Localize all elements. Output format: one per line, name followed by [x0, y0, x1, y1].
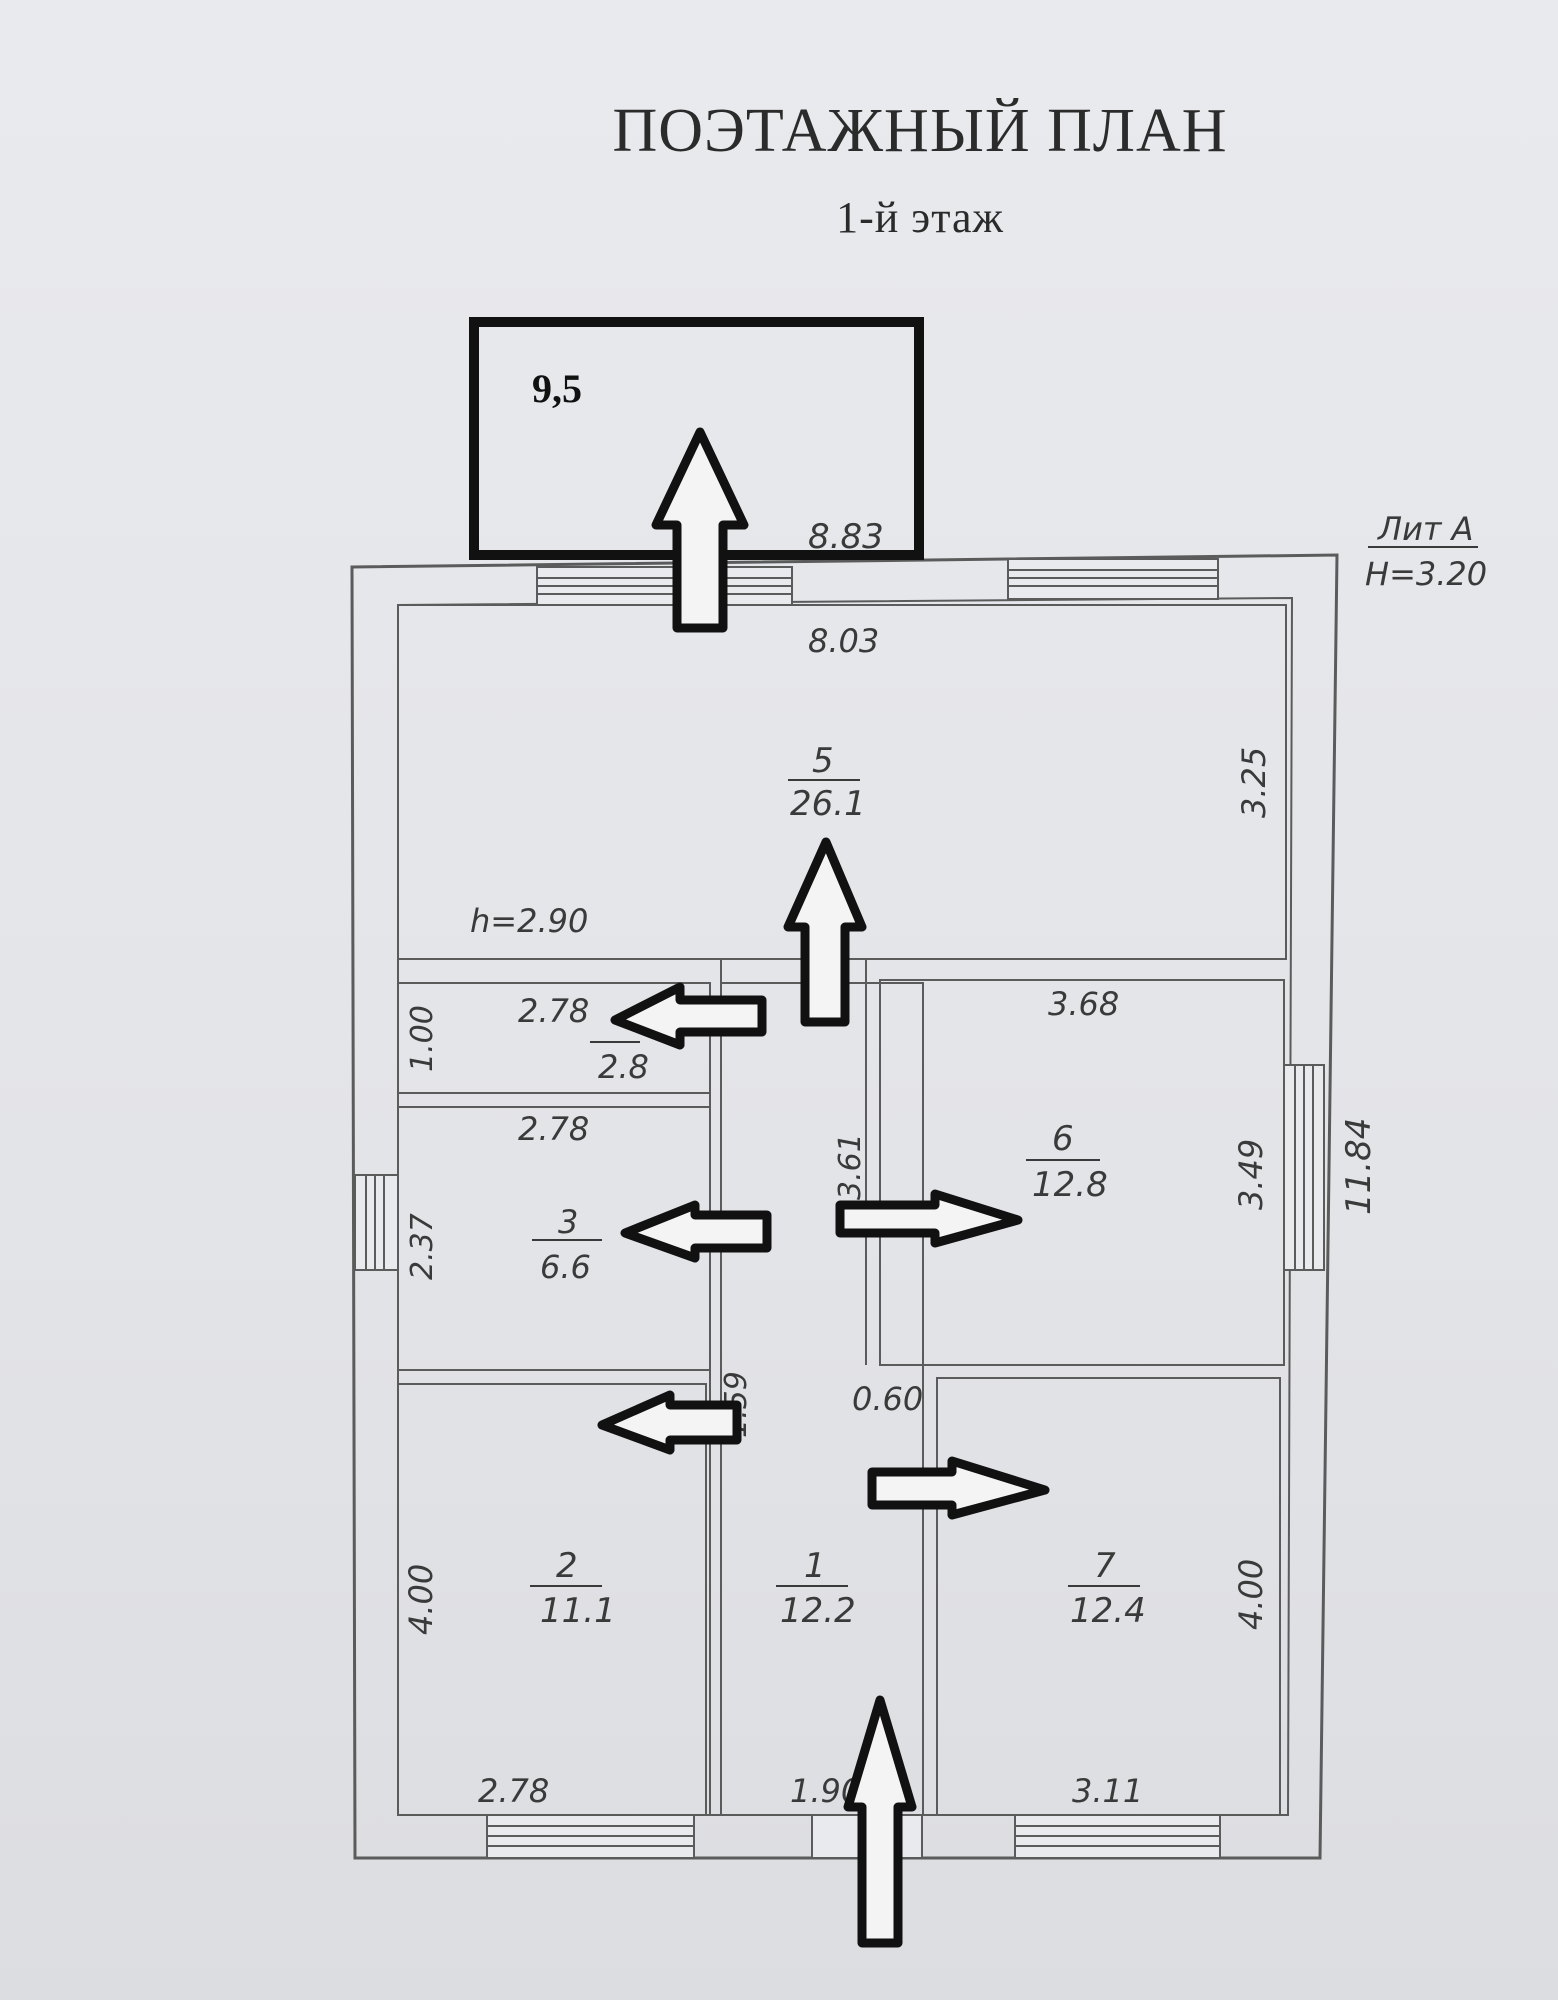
room4-area: 2.8 [598, 1048, 649, 1086]
flow-arrows [597, 427, 1050, 1948]
lit-label: Лит А [1377, 510, 1474, 548]
room3-area: 6.6 [540, 1248, 591, 1286]
annex-area-label: 9,5 [532, 366, 582, 411]
arrow-left-room4-icon [610, 982, 767, 1050]
room6-depth-label: 3.49 [1232, 1139, 1270, 1210]
plan-subtitle: 1-й этаж [836, 193, 1004, 242]
room3-number: 3 [558, 1203, 578, 1241]
room3-width-label: 2.78 [518, 1110, 589, 1148]
room4-width-label: 2.78 [518, 992, 589, 1030]
room4-depth-label: 1.00 [405, 1005, 440, 1072]
arrow-up-annex-icon [651, 427, 749, 633]
room6-number: 6 [1052, 1119, 1074, 1159]
room5-width-label: 8.03 [808, 622, 879, 660]
room5-number: 5 [812, 741, 834, 781]
door-gap-label: 0.60 [852, 1380, 923, 1418]
room7-area: 12.4 [1070, 1591, 1146, 1631]
room7-number: 7 [1094, 1546, 1116, 1586]
room1-number: 1 [804, 1546, 826, 1586]
arrow-left-room3-icon [620, 1200, 772, 1263]
arrow-right-room6-icon [835, 1189, 1023, 1248]
height-label: H=3.20 [1365, 555, 1487, 593]
arrow-up-entrance-icon [843, 1695, 917, 1948]
overall-length-label: 11.84 [1339, 1118, 1379, 1215]
overall-width-label: 8.83 [808, 517, 884, 557]
room2-width-label: 2.78 [478, 1772, 549, 1810]
arrow-up-room5-icon [783, 837, 867, 1027]
windows [354, 558, 1325, 1859]
arrow-right-room7-icon [867, 1456, 1050, 1520]
room5-area: 26.1 [790, 784, 866, 824]
room3-depth-label: 2.37 [405, 1213, 440, 1280]
room1-area: 12.2 [780, 1591, 856, 1631]
room7-width-label: 3.11 [1072, 1772, 1143, 1810]
room2-number: 2 [556, 1546, 578, 1586]
room2-depth-label: 4.00 [402, 1564, 440, 1635]
room6-width-label: 3.68 [1048, 985, 1119, 1023]
room5-depth-label: 3.25 [1235, 747, 1273, 818]
arrow-left-room2-icon [597, 1390, 742, 1455]
ceiling-height-label: h=2.90 [470, 902, 588, 940]
plan-title: ПОЭТАЖНЫЙ ПЛАН [612, 97, 1228, 165]
room7-depth-label: 4.00 [1232, 1559, 1270, 1630]
room6-area: 12.8 [1032, 1165, 1108, 1205]
corridor-upper-label: 3.61 [833, 1133, 868, 1200]
room2-area: 11.1 [540, 1591, 616, 1631]
